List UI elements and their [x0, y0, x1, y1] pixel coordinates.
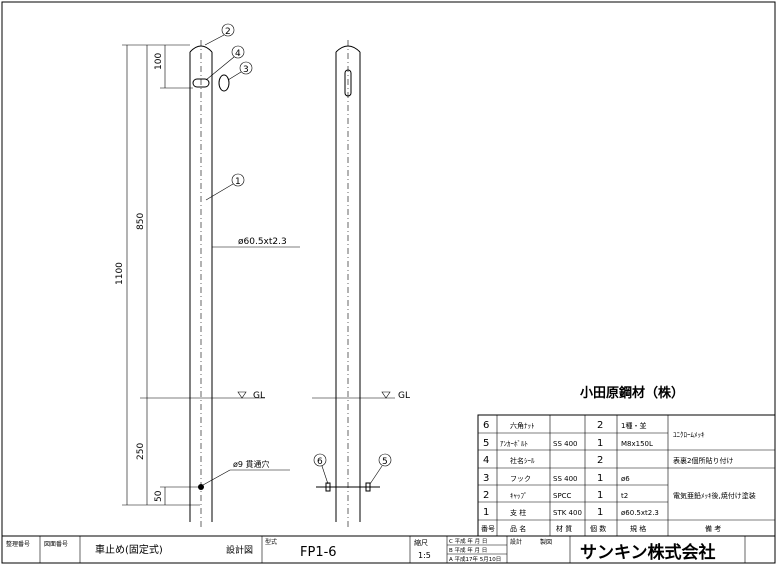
- title-block: 整理番号 図面番号 車止め(固定式) 設計図 型式 FP1-6 縮尺 1:5 C…: [1, 535, 776, 564]
- svg-text:ｱﾝｶｰﾎﾞﾙﾄ: ｱﾝｶｰﾎﾞﾙﾄ: [500, 440, 528, 448]
- svg-text:1: 1: [597, 473, 603, 484]
- callouts: 2 4 3 1 6 5: [204, 23, 392, 485]
- svg-text:フック: フック: [510, 475, 531, 483]
- svg-text:個 数: 個 数: [590, 524, 606, 533]
- svg-text:備 考: 備 考: [705, 524, 721, 533]
- svg-text:製図: 製図: [540, 538, 552, 546]
- hook: [218, 74, 230, 92]
- scale: 1:5: [418, 551, 431, 560]
- svg-text:M8x150L: M8x150L: [621, 440, 653, 448]
- svg-text:設計図: 設計図: [226, 544, 253, 556]
- svg-text:4: 4: [235, 49, 241, 59]
- svg-text:縮尺: 縮尺: [414, 538, 428, 547]
- table-row: 1 支 柱 STK 400 1 ø60.5xt2.3: [483, 507, 659, 518]
- svg-text:3: 3: [483, 473, 489, 484]
- svg-text:C 平成 年 月 日: C 平成 年 月 日: [449, 537, 487, 545]
- hole-label: ø9 貫通穴: [233, 459, 270, 469]
- svg-text:品 名: 品 名: [510, 524, 526, 533]
- svg-text:3: 3: [243, 65, 249, 75]
- note-plating: ﾕﾆｸﾛｰﾑﾒｯｷ: [673, 431, 705, 439]
- svg-text:1: 1: [483, 507, 489, 518]
- svg-text:六角ﾅｯﾄ: 六角ﾅｯﾄ: [510, 421, 535, 430]
- post-front-view: [189, 40, 230, 530]
- svg-text:支 柱: 支 柱: [510, 508, 526, 517]
- table-row: 2 ｷｬｯﾌﾟ SPCC 1 t2: [483, 490, 628, 501]
- through-hole: [198, 484, 204, 490]
- post-side-view: [316, 40, 380, 530]
- dim-1100: 1100: [115, 262, 125, 285]
- svg-text:材 質: 材 質: [556, 524, 572, 533]
- dim-850: 850: [136, 213, 146, 230]
- svg-text:A 平成17年 5月10日: A 平成17年 5月10日: [449, 555, 501, 563]
- svg-text:6: 6: [483, 420, 489, 431]
- gl-label-right: GL: [398, 391, 410, 401]
- svg-text:2: 2: [597, 455, 603, 466]
- svg-text:SS 400: SS 400: [553, 475, 577, 483]
- dim-250: 250: [136, 443, 146, 460]
- svg-text:1種・並: 1種・並: [621, 421, 646, 430]
- svg-text:図面番号: 図面番号: [44, 541, 68, 548]
- parts-table: [477, 414, 776, 537]
- table-row: 6 六角ﾅｯﾄ 2 1種・並: [483, 420, 646, 431]
- company-logo: サンキン株式会社: [580, 542, 716, 563]
- table-row: 5 ｱﾝｶｰﾎﾞﾙﾄ SS 400 1 M8x150L: [483, 438, 653, 449]
- svg-text:1: 1: [597, 507, 603, 518]
- table-row: 3 フック SS 400 1 ø6: [483, 473, 630, 484]
- dimension-lines: [122, 44, 200, 506]
- svg-text:1: 1: [235, 177, 241, 187]
- svg-text:ø6: ø6: [621, 475, 630, 483]
- dim-100: 100: [154, 53, 164, 70]
- note-paint: 電気亜鉛ﾒｯｷ後,焼付け塗装: [673, 491, 756, 500]
- svg-text:1: 1: [597, 438, 603, 449]
- svg-text:4: 4: [483, 455, 489, 466]
- svg-text:規 格: 規 格: [630, 524, 646, 533]
- svg-text:5: 5: [382, 457, 388, 467]
- pipe-spec-label: ø60.5xt2.3: [238, 237, 287, 247]
- svg-text:1: 1: [597, 490, 603, 501]
- note-seal: 表裏2個所貼り付け: [673, 456, 733, 465]
- svg-text:ø60.5xt2.3: ø60.5xt2.3: [621, 509, 659, 517]
- owner-company: 小田原鋼材（株）: [580, 385, 684, 401]
- gl-label-left: GL: [253, 391, 265, 401]
- name-seal: [192, 78, 210, 88]
- svg-text:t2: t2: [621, 492, 628, 500]
- svg-text:SPCC: SPCC: [553, 492, 572, 500]
- svg-text:型式: 型式: [265, 538, 277, 546]
- svg-text:6: 6: [317, 457, 323, 467]
- drawing-title: 車止め(固定式): [95, 543, 163, 556]
- svg-text:番号: 番号: [481, 525, 495, 533]
- svg-text:SS 400: SS 400: [553, 440, 577, 448]
- svg-text:整理番号: 整理番号: [6, 540, 30, 548]
- svg-text:5: 5: [483, 438, 489, 449]
- svg-text:設計: 設計: [510, 538, 522, 546]
- table-header: 番号 品 名 材 質 個 数 規 格 備 考: [481, 524, 721, 533]
- svg-text:2: 2: [597, 420, 603, 431]
- svg-text:2: 2: [483, 490, 489, 501]
- table-row: 4 社名ｼｰﾙ 2: [483, 455, 603, 466]
- svg-text:社名ｼｰﾙ: 社名ｼｰﾙ: [510, 456, 535, 465]
- dim-50: 50: [154, 490, 164, 502]
- svg-text:STK 400: STK 400: [553, 509, 582, 517]
- model-number: FP1-6: [300, 545, 337, 560]
- svg-text:2: 2: [225, 27, 231, 37]
- svg-text:ｷｬｯﾌﾟ: ｷｬｯﾌﾟ: [510, 492, 528, 500]
- parts-rows: 6 六角ﾅｯﾄ 2 1種・並 5 ｱﾝｶｰﾎﾞﾙﾄ SS 400 1 M8x150L 4 社名ｼ…: [481, 420, 756, 533]
- svg-text:B 平成 年 月 日: B 平成 年 月 日: [449, 546, 487, 554]
